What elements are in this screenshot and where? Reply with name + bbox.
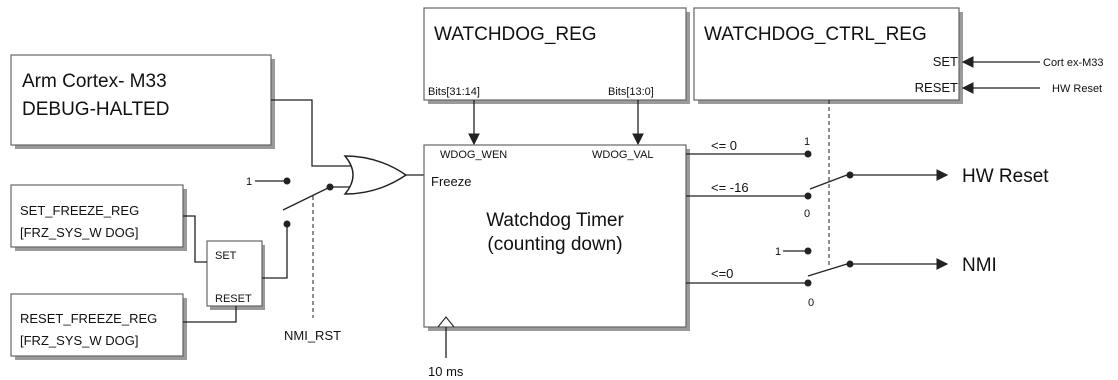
ctrl-reset-label: RESET [915,80,958,95]
reset-freeze-field-label: [FRZ_SYS_W DOG] [20,333,138,348]
bits-high-label: Bits[31:14] [428,86,480,98]
latch-reset-label: RESET [215,293,252,305]
cmp-neg16-label: <= -16 [711,180,749,195]
cortex-m33-block: Arm Cortex- M33 DEBUG-HALTED [10,54,275,149]
reset-freeze-reg-block: RESET_FREEZE_REG [FRZ_SYS_W DOG] [10,293,187,360]
const-one-label: 1 [246,176,252,188]
nmi-switch-bottom-node [804,279,812,287]
watchdog-timer-title: Watchdog Timer [486,210,624,231]
hw-reset-input-label: HW Reset [1052,83,1102,95]
bits-low-label: Bits[13:0] [608,86,654,98]
set-freeze-reg-block: SET_FREEZE_REG [FRZ_SYS_W DOG] [10,184,187,251]
watchdog-reg-title: WATCHDOG_REG [434,24,597,45]
nmi-output-label: NMI [962,255,997,276]
latch-set-label: SET [215,250,237,262]
watchdog-timer-subtitle: (counting down) [487,234,622,255]
hw-switch-bottom-node [804,192,812,200]
reset-freeze-reg-label: RESET_FREEZE_REG [20,311,157,326]
reset-freeze-wire [183,306,237,323]
wdog-val-label: WDOG_VAL [592,149,654,161]
nmi-rst-label: NMI_RST [284,328,341,343]
watchdog-ctrl-reg-block: WATCHDOG_CTRL_REG SET RESET [693,7,963,104]
hw-reset-output-label: HW Reset [962,166,1049,187]
wdog-wen-label: WDOG_WEN [440,149,507,161]
cortex-m33-input-label: Cort ex-M33 [1043,57,1104,69]
const-one-node [283,177,291,185]
set-freeze-reg-label: SET_FREEZE_REG [20,203,139,218]
nmi-switch-bottom-label: 0 [808,297,814,309]
nmi-switch-top-node [804,247,812,255]
cmp-zero2-label: <=0 [711,266,733,281]
watchdog-reg-block: WATCHDOG_REG Bits[31:14] Bits[13:0] [423,7,690,104]
hw-switch-top-label: 1 [804,136,810,148]
watchdog-timer-block: WDOG_WEN WDOG_VAL Freeze Watchdog Timer … [423,144,690,331]
debug-halted-wire [271,99,356,167]
freeze-input-label: Freeze [431,174,471,189]
hw-reset-switch [809,174,848,190]
latch-output-wire [262,224,288,279]
nmi-const-one-label: 1 [775,246,781,258]
hw-switch-bottom-label: 0 [804,208,810,220]
set-reset-latch: SET RESET [206,240,265,310]
or-gate [343,155,408,195]
nmi-switch [807,263,848,277]
clock-label: 10 ms [428,364,464,379]
latch-switch-node [283,220,291,228]
cortex-m33-label: Arm Cortex- M33 [22,71,167,92]
debug-halted-label: DEBUG-HALTED [22,99,169,120]
set-freeze-wire [183,215,207,263]
clock-input-icon [437,316,455,328]
watchdog-ctrl-reg-title: WATCHDOG_CTRL_REG [704,24,927,45]
ctrl-set-label: SET [933,54,958,69]
set-freeze-field-label: [FRZ_SYS_W DOG] [20,225,138,240]
freeze-select-switch [282,187,329,211]
hw-switch-top-node [804,150,812,158]
cmp-zero-label: <= 0 [711,138,737,153]
